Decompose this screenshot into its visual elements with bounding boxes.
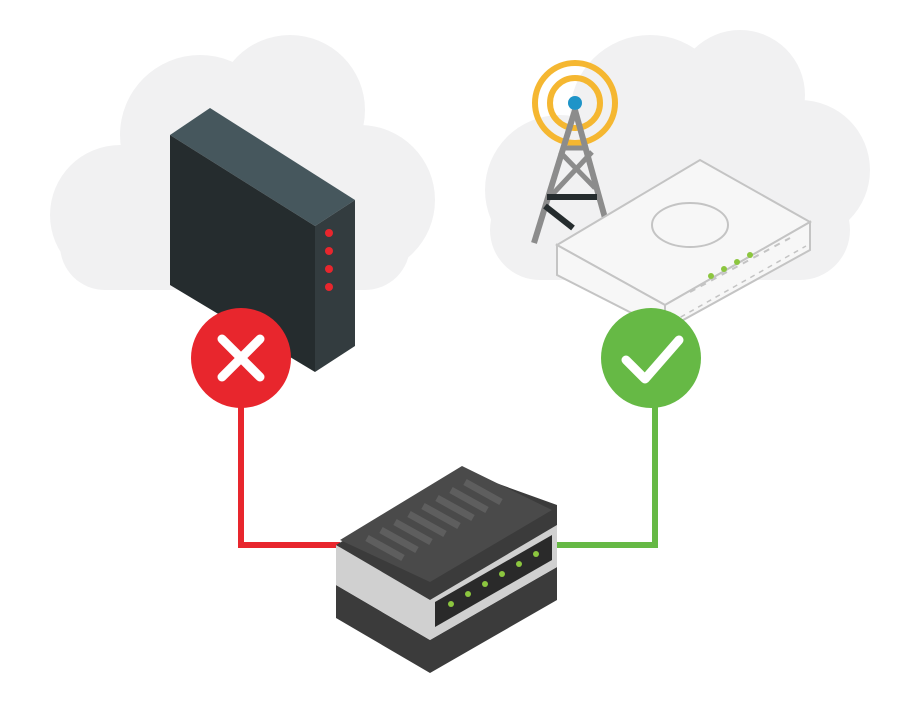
modem-status-light [325, 283, 333, 291]
modem-status-light [325, 247, 333, 255]
switch-vent-slots [365, 478, 503, 562]
router-status-light [734, 259, 740, 265]
router-status-light [721, 266, 727, 272]
modem-icon [170, 108, 355, 372]
cellular-router-icon [554, 158, 813, 332]
check-mark-icon [621, 335, 684, 384]
ok-link-line [555, 400, 658, 548]
router-status-light [747, 252, 753, 258]
switch-status-light [516, 561, 522, 567]
switch-status-light [482, 581, 488, 587]
switch-status-light [499, 571, 505, 577]
x-mark-icon [217, 334, 265, 382]
router-status-light [708, 273, 714, 279]
failed-link-line [238, 400, 340, 548]
signal-source-dot [568, 96, 582, 110]
modem-status-light [325, 229, 333, 237]
switch-status-light [448, 601, 454, 607]
switch-status-light [533, 551, 539, 557]
switch-icon [336, 466, 557, 673]
failure-status-badge [191, 308, 291, 408]
router-top-button [651, 202, 729, 248]
switch-status-light [465, 591, 471, 597]
success-status-badge [601, 308, 701, 408]
cell-tower-icon [531, 60, 618, 244]
switch-port-panel [435, 535, 552, 627]
modem-status-light [325, 265, 333, 273]
